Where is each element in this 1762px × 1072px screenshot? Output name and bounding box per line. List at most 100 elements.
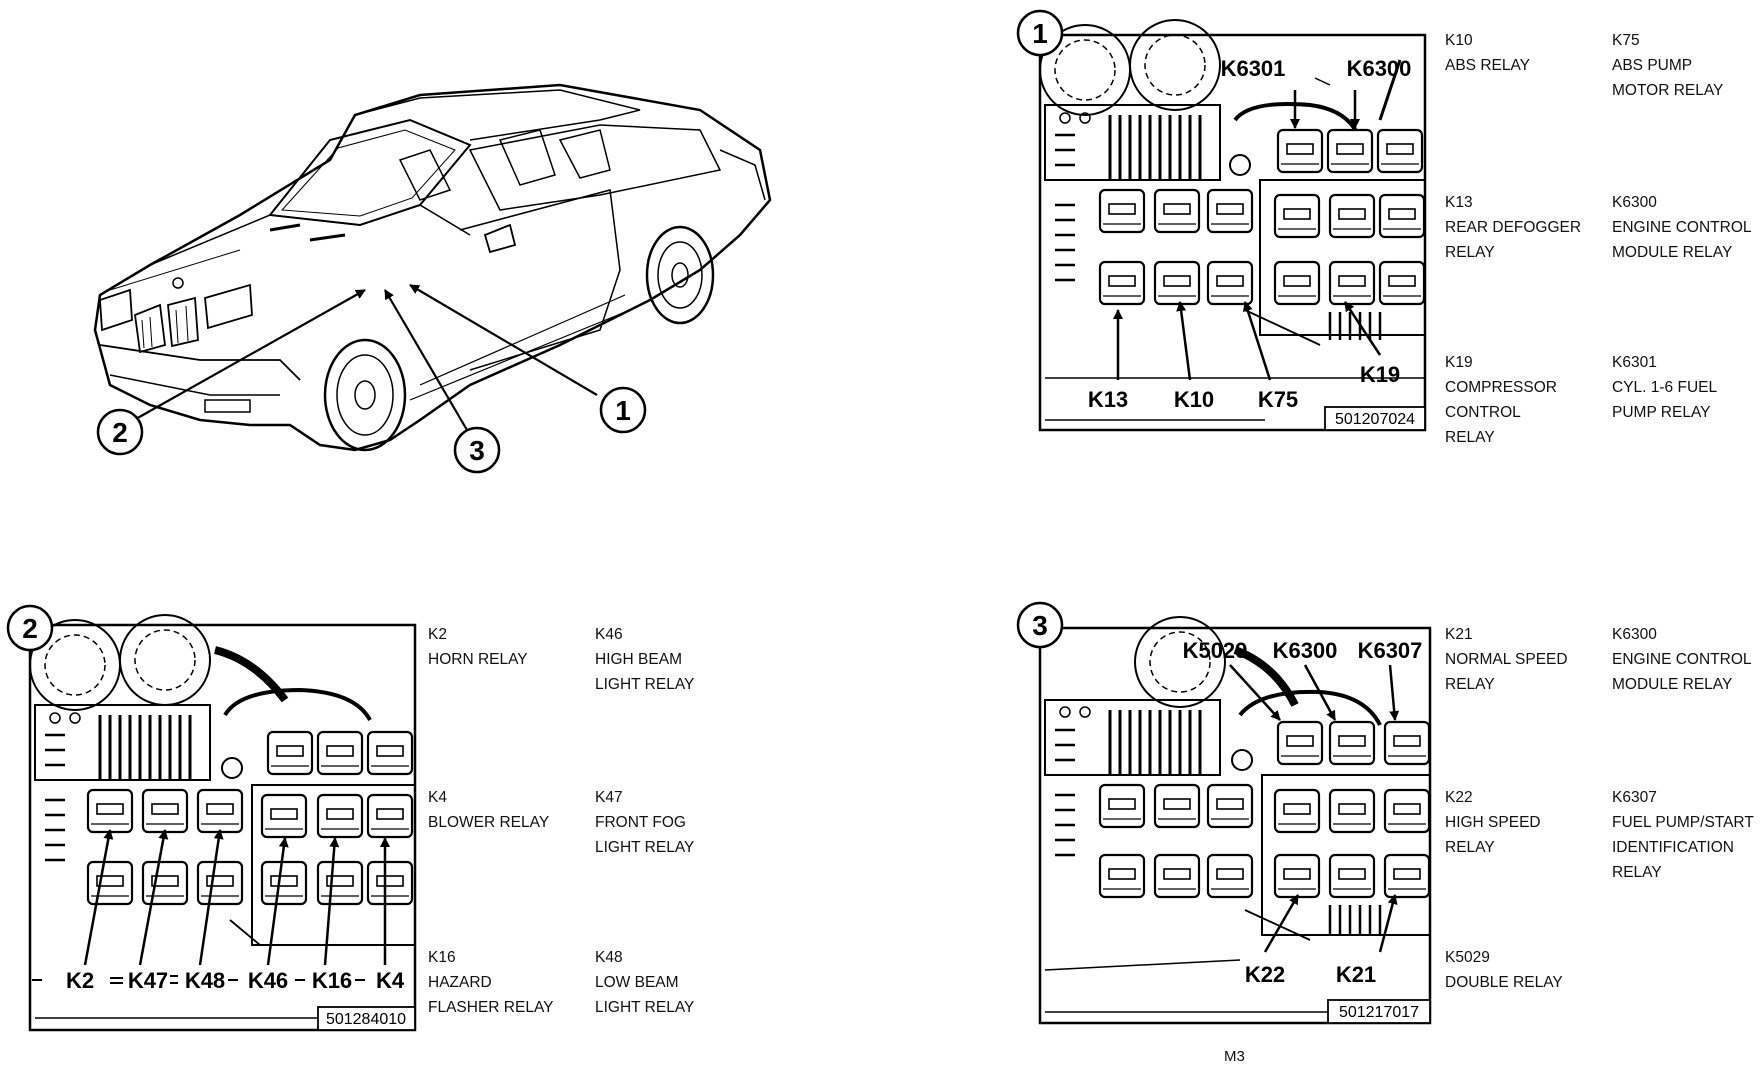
panel-2-legend-k2: K2 HORN RELAY	[428, 622, 528, 672]
legend-desc: HIGH BEAM	[595, 651, 682, 668]
panel-3-number: 3	[1032, 610, 1048, 641]
legend-desc: HORN RELAY	[428, 651, 528, 668]
panel-3-legend-k6300: K6300 ENGINE CONTROL MODULE RELAY	[1612, 622, 1752, 697]
panel-3-code: 501217017	[1339, 1004, 1419, 1021]
car-illustration	[93, 83, 772, 452]
legend-code: K22	[1445, 789, 1473, 806]
panel-2-number: 2	[22, 613, 38, 644]
label-k21: K21	[1336, 962, 1376, 987]
label-k10: K10	[1174, 387, 1214, 412]
legend-code: K48	[595, 949, 623, 966]
svg-text:3: 3	[469, 435, 485, 466]
legend-code: K6300	[1612, 194, 1657, 211]
legend-desc: MODULE RELAY	[1612, 676, 1733, 693]
panel-2-legend-k47: K47 FRONT FOG LIGHT RELAY	[595, 785, 694, 860]
panel-1-legend-k10: K10 ABS RELAY	[1445, 28, 1530, 78]
legend-desc: RELAY	[1445, 244, 1495, 261]
legend-desc: LIGHT RELAY	[595, 999, 695, 1016]
panel-1-legend-k19: K19 COMPRESSOR CONTROL RELAY	[1445, 350, 1557, 450]
label-k6300: K6300	[1273, 638, 1338, 663]
label-k22: K22	[1245, 962, 1285, 987]
panel-3-legend-k21: K21 NORMAL SPEED RELAY	[1445, 622, 1568, 697]
legend-desc: CONTROL	[1445, 404, 1521, 421]
panel-2-legend-k4: K4 BLOWER RELAY	[428, 785, 549, 835]
legend-desc: RELAY	[1445, 429, 1495, 446]
legend-code: K47	[595, 789, 623, 806]
legend-desc: RELAY	[1445, 676, 1495, 693]
legend-desc: ABS RELAY	[1445, 57, 1531, 74]
panel-3-legend-k6307: K6307 FUEL PUMP/START IDENTIFICATION REL…	[1612, 785, 1754, 885]
panel-3-legend-k5029: K5029 DOUBLE RELAY	[1445, 945, 1563, 995]
legend-code: K46	[595, 626, 623, 643]
legend-desc: ENGINE CONTROL	[1612, 219, 1752, 236]
panel-3: K5029 K6300 K6307 K22 K21 501217017 3	[1016, 601, 1432, 1025]
panel-1-legend-k6301: K6301 CYL. 1-6 FUEL PUMP RELAY	[1612, 350, 1717, 425]
label-k6300: K6300	[1347, 56, 1412, 81]
legend-code: K6301	[1612, 354, 1657, 371]
legend-desc: RELAY	[1445, 839, 1495, 856]
legend-desc: LIGHT RELAY	[595, 676, 695, 693]
svg-text:2: 2	[112, 417, 128, 448]
legend-code: K2	[428, 626, 447, 643]
callout-2: 2	[96, 408, 144, 456]
legend-desc: BLOWER RELAY	[428, 814, 550, 831]
panel-1-legend-k75: K75 ABS PUMP MOTOR RELAY	[1612, 28, 1723, 103]
legend-code: K75	[1612, 32, 1640, 49]
svg-text:1: 1	[615, 395, 631, 426]
label-k4: K4	[376, 968, 405, 993]
legend-desc: ENGINE CONTROL	[1612, 651, 1752, 668]
label-k2: K2	[66, 968, 94, 993]
label-k48: K48	[185, 968, 225, 993]
label-k46: K46	[248, 968, 288, 993]
panel-3-legend-k22: K22 HIGH SPEED RELAY	[1445, 785, 1541, 860]
legend-code: K10	[1445, 32, 1473, 49]
legend-code: K13	[1445, 194, 1473, 211]
panel-1-legend-k6300: K6300 ENGINE CONTROL MODULE RELAY	[1612, 190, 1752, 265]
callout-3: 3	[453, 426, 501, 474]
label-k47: K47	[128, 968, 168, 993]
legend-desc: ABS PUMP	[1612, 57, 1693, 74]
panel-2-legend-k48: K48 LOW BEAM LIGHT RELAY	[595, 945, 694, 1020]
panel-2: K2 K47 K48 K46 K16 K4 501284010 2	[6, 604, 417, 1032]
panel-2-legend-k16: K16 HAZARD FLASHER RELAY	[428, 945, 553, 1020]
legend-code: K4	[428, 789, 447, 806]
legend-code: K6307	[1612, 789, 1657, 806]
legend-desc: REAR DEFOGGER	[1445, 219, 1582, 236]
callout-1: 1	[599, 386, 647, 434]
car-callout-arrows	[133, 284, 598, 431]
panel-1-code: 501207024	[1335, 411, 1415, 428]
legend-desc: RELAY	[1612, 864, 1662, 881]
legend-desc: LIGHT RELAY	[595, 839, 695, 856]
legend-desc: HAZARD	[428, 974, 492, 991]
legend-desc: COMPRESSOR	[1445, 379, 1557, 396]
legend-code: K5029	[1445, 949, 1490, 966]
legend-code: K19	[1445, 354, 1473, 371]
legend-code: K6300	[1612, 626, 1657, 643]
legend-desc: CYL. 1-6 FUEL	[1612, 379, 1718, 396]
page-number: M3	[1224, 1048, 1245, 1065]
legend-code: K16	[428, 949, 456, 966]
panel-1-legend-k13: K13 REAR DEFOGGER RELAY	[1445, 190, 1581, 265]
legend-desc: IDENTIFICATION	[1612, 839, 1734, 856]
legend-desc: NORMAL SPEED	[1445, 651, 1568, 668]
label-k6301: K6301	[1221, 56, 1286, 81]
panel-2-legend-k46: K46 HIGH BEAM LIGHT RELAY	[595, 622, 694, 697]
legend-desc: PUMP RELAY	[1612, 404, 1711, 421]
panel-1-number: 1	[1032, 18, 1048, 49]
legend-desc: LOW BEAM	[595, 974, 679, 991]
legend-code: K21	[1445, 626, 1473, 643]
legend-desc: FRONT FOG	[595, 814, 686, 831]
legend-desc: DOUBLE RELAY	[1445, 974, 1563, 991]
legend-desc: FUEL PUMP/START	[1612, 814, 1754, 831]
label-k75: K75	[1258, 387, 1298, 412]
panel-2-code: 501284010	[326, 1011, 406, 1028]
label-k5029: K5029	[1183, 638, 1248, 663]
legend-desc: FLASHER RELAY	[428, 999, 554, 1016]
label-k13: K13	[1088, 387, 1128, 412]
legend-desc: HIGH SPEED	[1445, 814, 1541, 831]
label-k16: K16	[312, 968, 352, 993]
label-k19: K19	[1360, 362, 1400, 387]
legend-desc: MOTOR RELAY	[1612, 82, 1724, 99]
panel-1: K6301 K6300 K13 K10 K75 K19 501207024 1	[1016, 9, 1427, 432]
